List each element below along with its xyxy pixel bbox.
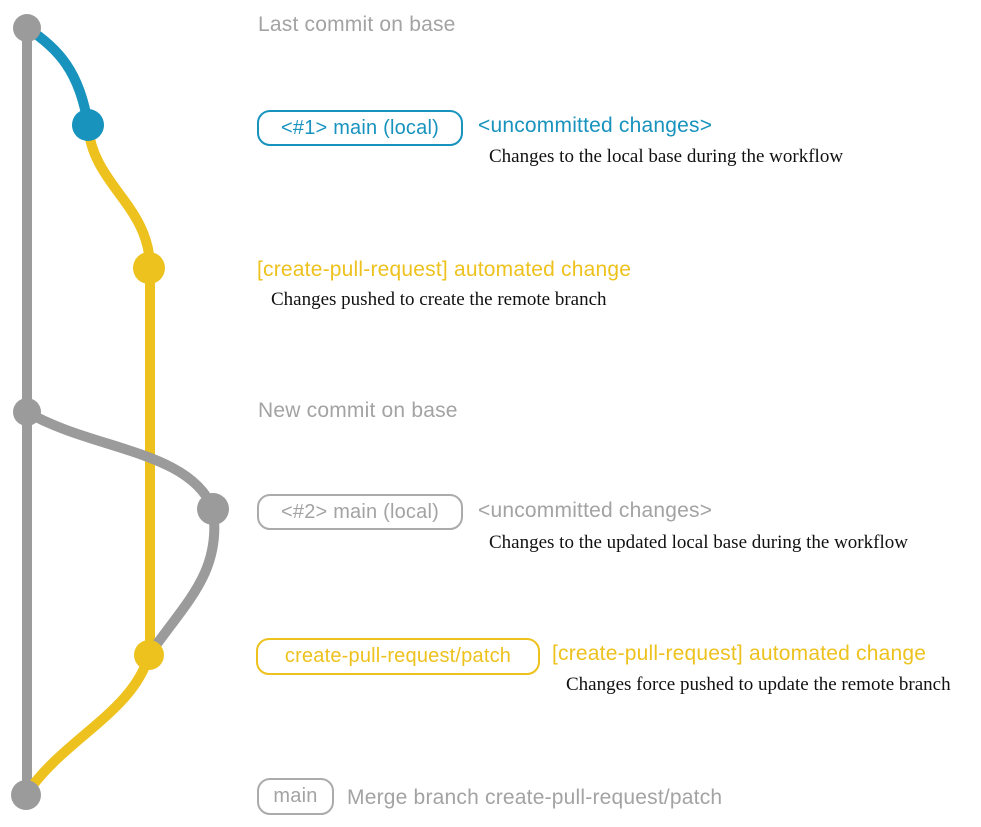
commit-node-merge	[11, 780, 41, 810]
desc-local-base-changes-2: Changes to the updated local base during…	[489, 532, 908, 553]
branch-badge-patch: create-pull-request/patch	[256, 638, 540, 675]
commit-node-patch-2	[134, 640, 164, 670]
branch-badge-patch-label: create-pull-request/patch	[284, 645, 512, 667]
commit-node-local-1	[72, 109, 104, 141]
rebase-edge-2	[144, 508, 220, 658]
note-merge-branch: Merge branch create-pull-request/patch	[347, 786, 723, 809]
commit-node-new-base	[13, 398, 41, 426]
desc-changes-pushed: Changes pushed to create the remote bran…	[271, 289, 607, 310]
desc-local-base-changes-1: Changes to the local base during the wor…	[489, 146, 844, 167]
desc-changes-force-pushed: Changes force pushed to update the remot…	[566, 674, 951, 695]
branch-badge-main-local-1: <#1> main (local)	[257, 110, 463, 146]
note-uncommitted-changes-1: <uncommitted changes>	[478, 114, 713, 137]
label-new-commit-on-base: New commit on base	[258, 399, 458, 422]
branch-badge-main-local-2-label: <#2> main (local)	[281, 500, 439, 523]
commit-graph	[11, 14, 229, 810]
commit-node-local-2	[197, 493, 229, 525]
note-automated-change-1: [create-pull-request] automated change	[257, 258, 632, 281]
rebase-edge-1	[24, 407, 218, 512]
local-branch-edge-1	[24, 23, 93, 126]
branch-badge-main-local-2: <#2> main (local)	[257, 494, 463, 530]
note-automated-change-2: [create-pull-request] automated change	[552, 642, 927, 665]
commit-node-base-tip	[13, 14, 41, 42]
branch-badge-main: main	[257, 778, 334, 815]
commit-node-patch-1	[133, 252, 165, 284]
label-last-commit-on-base: Last commit on base	[258, 13, 456, 36]
note-uncommitted-changes-2: <uncommitted changes>	[478, 499, 713, 522]
branch-badge-main-local-1-label: <#1> main (local)	[281, 116, 439, 139]
patch-branch-edge-1	[83, 124, 155, 655]
patch-branch-edge-2	[22, 653, 154, 796]
branch-badge-main-label: main	[273, 785, 318, 807]
